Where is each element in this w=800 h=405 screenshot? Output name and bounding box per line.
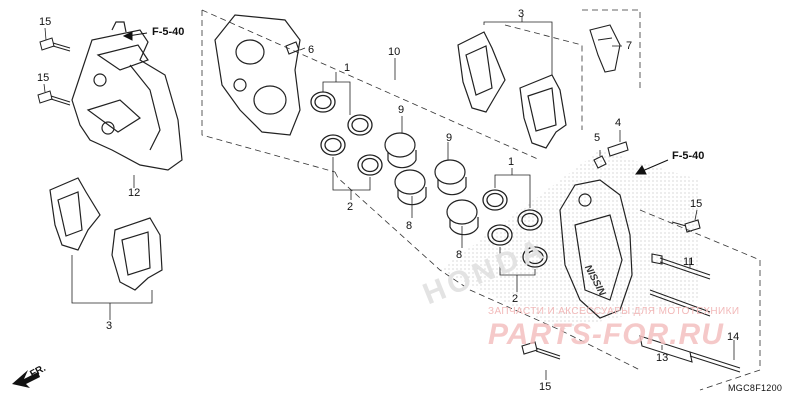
dotted-background [440,150,700,330]
part-label-10: 10 [388,46,401,58]
left-caliper [71,21,183,171]
reference-arrows [122,31,669,175]
diagram-code: MGC8F1200 [728,383,783,393]
part-label-15: 15 [39,16,52,28]
front-direction-arrow [12,370,40,388]
part-label-6: 6 [308,44,315,56]
piston-seals-lower [482,189,548,268]
watermark-site: PARTS-FOR.RU [488,318,724,351]
part-label-8: 8 [456,249,463,261]
inner-caliper-body [559,179,633,319]
reference-label-top: F-5-40 [152,26,185,38]
pistons [384,132,479,236]
part-label-1: 1 [508,156,515,168]
watermark-caption: ЗАПЧАСТИ И АКСЕССУАРЫ ДЛЯ МОТОТЕХНИКИ [488,306,740,317]
left-brake-pads [49,177,163,291]
part-label-15: 15 [37,72,50,84]
part-label-15: 15 [539,381,552,393]
piston-seals-upper [310,91,383,176]
part-label-15: 15 [690,198,703,210]
pad-spring [589,24,621,73]
part-label-2: 2 [347,201,354,213]
part-label-3: 3 [518,8,525,20]
part-label-5: 5 [594,132,601,144]
reference-label-right: F-5-40 [672,150,705,162]
left-bolts [37,37,71,106]
part-label-14: 14 [727,331,740,343]
caliper-pins-and-bolts [521,219,741,373]
bleeder-parts [285,41,629,169]
part-label-12: 12 [128,187,141,199]
part-label-3: 3 [106,320,113,332]
part-label-9: 9 [398,104,405,116]
part-label-8: 8 [406,220,413,232]
right-brake-pads [457,31,567,149]
part-label-13: 13 [656,352,669,364]
part-label-7: 7 [626,40,633,52]
part-label-11: 11 [683,256,695,268]
assembly-outline [201,9,761,391]
part-label-9: 9 [446,132,453,144]
part-label-1: 1 [344,62,351,74]
outer-caliper-body [214,14,301,136]
leader-lines [43,16,735,380]
part-label-4: 4 [615,117,622,129]
part-label-2: 2 [512,293,519,305]
